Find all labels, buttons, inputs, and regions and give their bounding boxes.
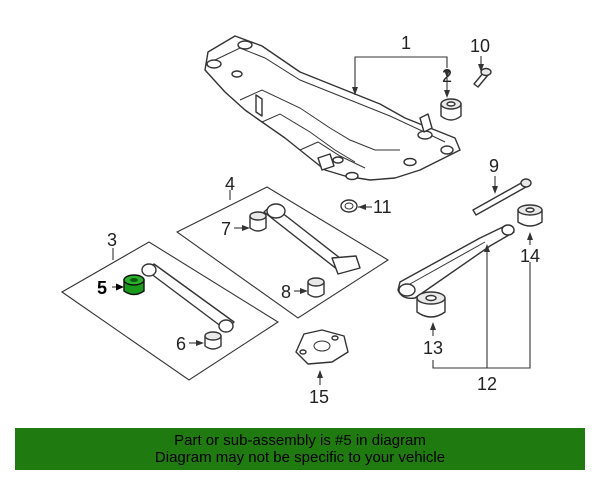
plug-part <box>340 199 358 213</box>
trailing-arm-bushing-14 <box>517 204 543 227</box>
callout-2: 2 <box>442 66 452 86</box>
long-bolt-part <box>472 178 532 216</box>
callout-10: 10 <box>470 36 490 56</box>
callout-12: 12 <box>477 374 497 394</box>
bracket-part <box>295 329 349 365</box>
trailing-arm-bushing-13 <box>416 291 446 318</box>
leader-lines <box>112 56 533 385</box>
callout-8: 8 <box>281 282 291 302</box>
callout-1: 1 <box>401 33 411 53</box>
callout-15: 15 <box>309 387 329 407</box>
parts-diagram: 1 2 3 4 5 6 7 8 9 10 11 12 13 14 15 <box>60 33 543 407</box>
callout-7: 7 <box>221 219 231 239</box>
info-banner: Part or sub-assembly is #5 in diagram Di… <box>15 428 585 470</box>
callout-9: 9 <box>489 156 499 176</box>
banner-line-2: Diagram may not be specific to your vehi… <box>154 449 446 466</box>
arm-kit-panel-3 <box>60 241 280 381</box>
mount-bushing-part <box>440 98 462 121</box>
callout-5[interactable]: 5 <box>97 278 107 298</box>
crossmember-part <box>204 35 461 181</box>
callout-6: 6 <box>176 334 186 354</box>
callout-4: 4 <box>225 174 235 194</box>
callout-3: 3 <box>107 230 117 250</box>
callout-14: 14 <box>520 246 540 266</box>
banner-line-1: Part or sub-assembly is #5 in diagram <box>174 432 426 449</box>
mount-bolt-part <box>473 67 492 88</box>
callout-labels: 1 2 3 4 5 6 7 8 9 10 11 12 13 14 15 <box>97 33 540 407</box>
highlighted-bushing-part-5[interactable] <box>123 274 145 296</box>
callout-11: 11 <box>373 197 392 217</box>
arm-kit-panel-4 <box>175 186 390 319</box>
callout-13: 13 <box>423 338 443 358</box>
trailing-arm-part <box>397 224 515 300</box>
